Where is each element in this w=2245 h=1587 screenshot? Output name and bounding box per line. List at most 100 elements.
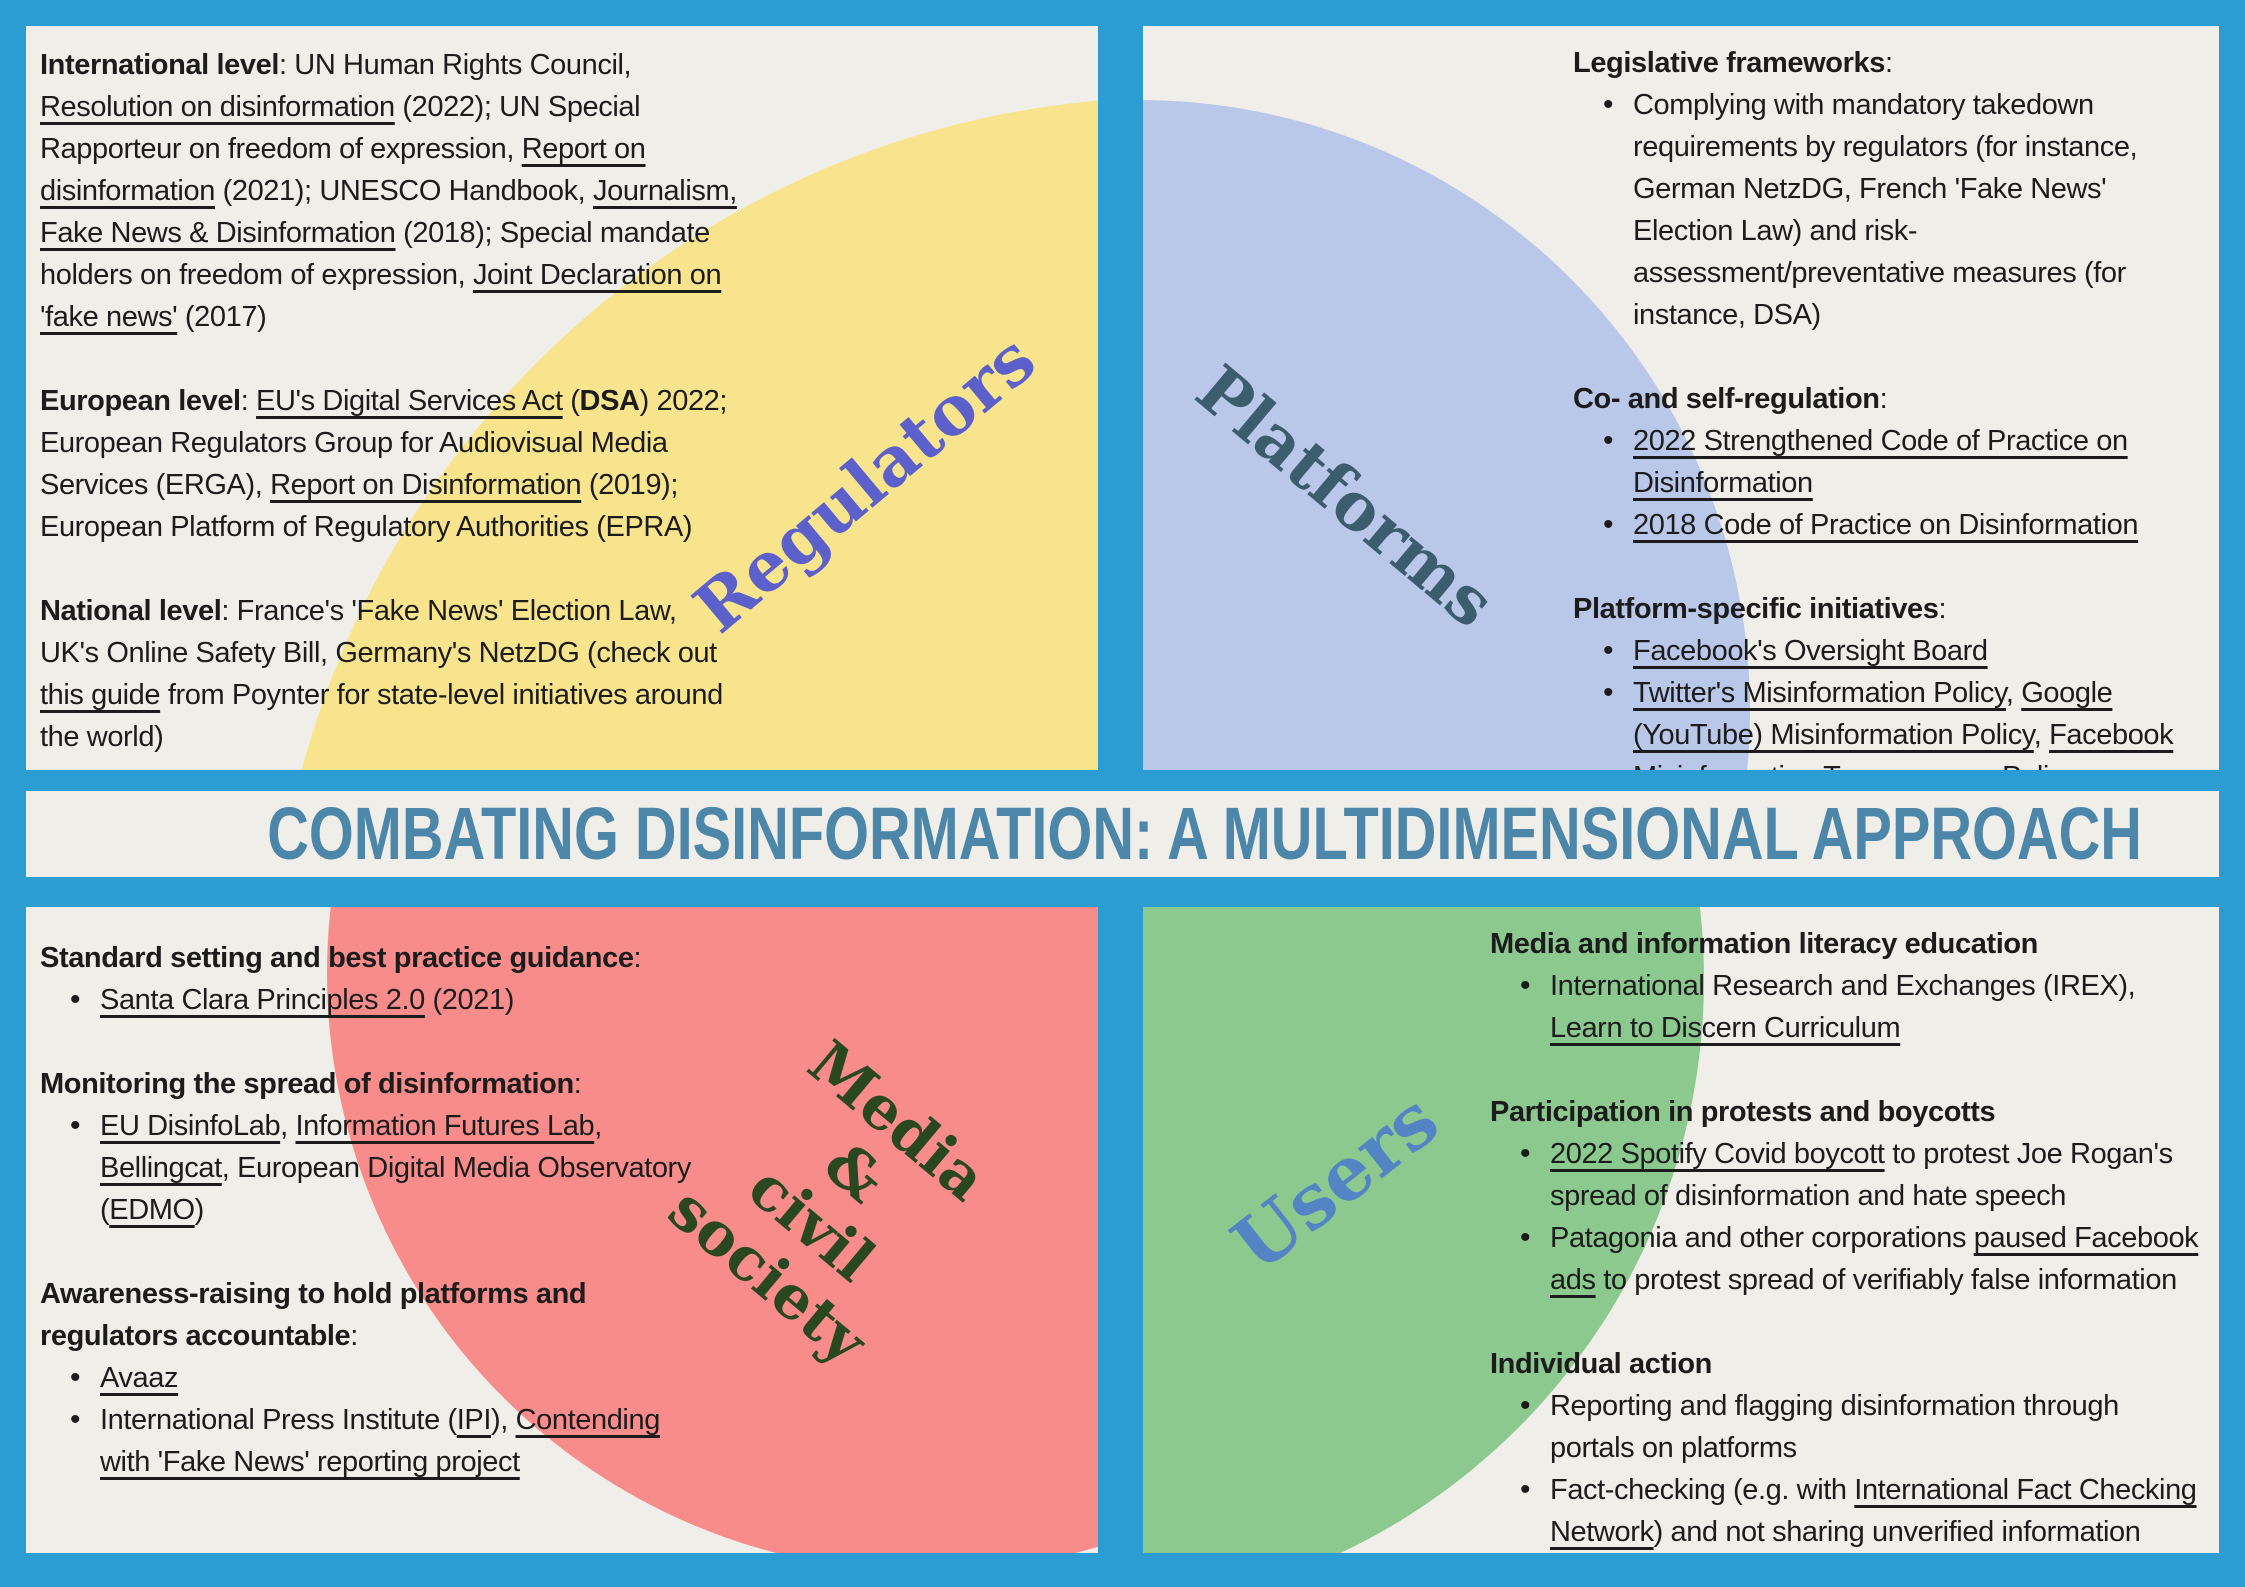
section-heading: Platform-specific initiatives: — [1573, 588, 2199, 630]
bullet-item: •International Press Institute (IPI), Co… — [40, 1399, 692, 1483]
bullet-icon: • — [1520, 969, 1531, 1002]
text-segment: from Poynter for state-level initiatives… — [40, 679, 723, 753]
text-segment: Awareness-raising to hold platforms and … — [40, 1278, 587, 1352]
bullet-icon: • — [70, 1361, 81, 1394]
bullet-text: EU DisinfoLab, Information Futures Lab , … — [100, 1105, 692, 1231]
link-text[interactable]: Contending with 'Fake News' reporting pr… — [100, 1404, 660, 1478]
text-segment: ) and not sharing unverified information — [1653, 1516, 2141, 1548]
link-text[interactable]: 2018 Code of Practice on Disinformation — [1633, 509, 2139, 541]
bullet-item: • International Research and Exchanges (I… — [1490, 965, 2206, 1049]
text-segment: DSA — [579, 385, 640, 417]
link-text[interactable]: EDMO — [109, 1194, 195, 1226]
bullet-text: 2022 Spotify Covid boycott to protest Jo… — [1550, 1133, 2206, 1217]
text-segment: : — [350, 1320, 358, 1352]
link-text[interactable]: Avaaz — [100, 1362, 179, 1394]
bullet-item: • EU DisinfoLab, Information Futures Lab,… — [40, 1105, 692, 1231]
section-heading: Standard setting and best practice guida… — [40, 937, 692, 979]
bullet-icon: • — [70, 1109, 81, 1142]
panel-platforms: Platforms Legislative frameworks:•Comply… — [1143, 26, 2219, 770]
panel-regulators: Regulators International level: UN Human… — [26, 26, 1098, 770]
bullet-text: Complying with mandatory takedown requir… — [1633, 84, 2199, 336]
link-text[interactable]: 2022 Strengthened Code of Practice on Di… — [1633, 425, 2128, 499]
bullet-item: • Complying with mandatory takedown requi… — [1573, 84, 2199, 336]
bullet-text: Reporting and flagging disinformation th… — [1550, 1385, 2206, 1469]
link-text[interactable]: Joint Declaration on 'fake news' — [40, 259, 722, 333]
text-segment: : — [1879, 383, 1888, 415]
media-content: Standard setting and best practice guida… — [40, 937, 692, 1483]
bullet-icon: • — [1603, 634, 1614, 667]
text-segment: Complying with mandatory takedown requir… — [1633, 89, 2138, 331]
bullet-list: • Facebook's Oversight Board • Twitter's Mi… — [1573, 630, 2199, 770]
link-text[interactable]: Facebook Misinformation Transparency Pol… — [1633, 719, 2174, 770]
text-segment: ( — [562, 385, 580, 417]
text-segment: International Research and Exchanges (IR… — [1550, 970, 2136, 1002]
text-segment: Reporting and flagging disinformation th… — [1550, 1390, 2119, 1464]
bullet-item: • Reporting and flagging disinformation t… — [1490, 1385, 2206, 1469]
text-segment: National level — [40, 595, 222, 627]
bullet-list: • International Research and Exchanges (I… — [1490, 965, 2206, 1049]
link-text[interactable]: Resolution on disinformation — [40, 91, 395, 123]
section-heading: Awareness-raising to hold platforms and … — [40, 1273, 692, 1357]
bullet-icon: • — [1603, 676, 1614, 709]
bullet-text: Fact-checking (e.g. with International F… — [1550, 1469, 2206, 1553]
panel-media-civil-society: Media & civil society Standard setting a… — [26, 907, 1098, 1553]
bullet-text: Avaaz — [100, 1357, 178, 1399]
link-text[interactable]: Journalism, Fake News & Disinformation — [40, 175, 737, 249]
bullet-icon: • — [70, 983, 81, 1016]
link-text[interactable]: International Fact Checking Network — [1550, 1474, 2197, 1548]
bullet-list: • Reporting and flagging disinformation t… — [1490, 1385, 2206, 1553]
text-segment: (2018); Special mandate holders on freed… — [40, 217, 710, 291]
text-segment: , — [594, 1110, 602, 1142]
bullet-text: 2022 Strengthened Code of Practice on Di… — [1633, 420, 2199, 504]
bullet-item: •Patagonia and other corporations paused… — [1490, 1217, 2206, 1301]
text-segment: (2017) — [177, 301, 267, 333]
text-segment: , European Digital Media Observatory ( — [100, 1152, 691, 1226]
text-segment: : — [1884, 47, 1893, 79]
paragraph: National level: France's 'Fake News' Ele… — [40, 590, 740, 758]
link-text[interactable]: Google (YouTube) Misinformation Policy — [1633, 677, 2113, 751]
title-band: COMBATING DISINFORMATION: A MULTIDIMENSI… — [26, 791, 2219, 877]
text-segment: ), — [491, 1404, 516, 1436]
text-segment: Platform-specific initiatives — [1573, 593, 1939, 625]
link-text[interactable]: Bellingcat — [100, 1152, 222, 1184]
section-heading: Monitoring the spread of disinformation: — [40, 1063, 692, 1105]
link-text[interactable]: Santa Clara Principles 2.0 — [100, 984, 425, 1016]
text-segment: ) 2022; European Regulators Group for Au… — [40, 385, 728, 501]
text-segment: to protest Joe Rogan's spread of disinfo… — [1550, 1138, 2173, 1212]
text-segment: , — [2033, 719, 2050, 751]
section-heading: Legislative frameworks: — [1573, 42, 2199, 84]
link-text[interactable]: Information Futures Lab — [295, 1110, 595, 1142]
text-segment: (2022); UN Special Rapporteur on freedom… — [40, 91, 641, 165]
link-text[interactable]: this guide — [40, 679, 161, 711]
bullet-icon: • — [1603, 88, 1614, 121]
link-text[interactable]: EU DisinfoLab — [100, 1110, 281, 1142]
link-text[interactable]: 2022 Spotify Covid boycott — [1550, 1138, 1885, 1170]
text-segment: (2021) — [424, 984, 515, 1016]
text-segment: Standard setting and best practice guida… — [40, 942, 634, 974]
link-text[interactable]: Twitter's Misinformation Policy — [1633, 677, 2006, 709]
panel-users: Users Media and information literacy edu… — [1143, 907, 2219, 1553]
bullet-icon: • — [1520, 1221, 1531, 1254]
users-content: Media and information literacy education… — [1490, 923, 2206, 1553]
text-segment: International level — [40, 49, 279, 81]
link-text[interactable]: Facebook's Oversight Board — [1633, 635, 1988, 667]
link-text[interactable]: EU's Digital Services Act — [256, 385, 563, 417]
link-text[interactable]: Learn to Discern Curriculum — [1550, 1012, 1901, 1044]
text-segment: Individual action — [1490, 1348, 1712, 1380]
bullet-icon: • — [1520, 1473, 1531, 1506]
bullet-icon: • — [1520, 1389, 1531, 1422]
text-segment: Monitoring the spread of disinformation — [40, 1068, 574, 1100]
text-segment: European level — [40, 385, 241, 417]
bullet-list: • Complying with mandatory takedown requi… — [1573, 84, 2199, 336]
link-text[interactable]: IPI — [456, 1404, 492, 1436]
bullet-icon: • — [1603, 424, 1614, 457]
link-text[interactable]: Report on disinformation — [40, 133, 646, 207]
link-text[interactable]: Report on Disinformation — [270, 469, 582, 501]
bullet-icon: • — [70, 1403, 81, 1436]
bullet-icon: • — [1603, 508, 1614, 541]
text-segment: Participation in protests and boycotts — [1490, 1096, 1996, 1128]
text-segment: (2021); UNESCO Handbook, — [214, 175, 593, 207]
link-text[interactable]: paused Facebook ads — [1550, 1222, 2199, 1296]
section-heading: Participation in protests and boycotts — [1490, 1091, 2206, 1133]
text-segment: : — [573, 1068, 582, 1100]
